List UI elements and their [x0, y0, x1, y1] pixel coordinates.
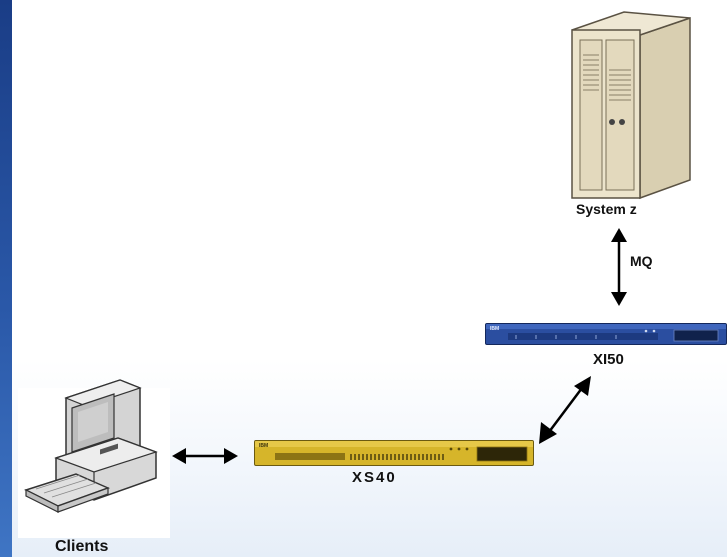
xi50-front-panel: [486, 324, 726, 342]
mq-label: MQ: [630, 253, 653, 269]
clients-label: Clients: [55, 538, 109, 555]
left-edge-strip: [0, 0, 12, 557]
system-z-label: System z: [576, 201, 637, 217]
mq-arrow: [611, 228, 627, 306]
xs40-front-panel: [255, 441, 533, 462]
xi50-brand: IBM: [490, 326, 500, 332]
xi50-label: XI50: [593, 351, 624, 368]
xi50-appliance: IBM: [485, 323, 727, 345]
computer-icon: [24, 379, 158, 513]
clients-xs40-arrow: [172, 448, 238, 464]
xs40-brand: IBM: [259, 443, 269, 449]
xi50-xs40-arrow: [539, 376, 591, 444]
xs40-label: XS40: [352, 469, 397, 486]
xs40-appliance: IBM: [254, 440, 534, 466]
server-icon: [571, 11, 691, 200]
